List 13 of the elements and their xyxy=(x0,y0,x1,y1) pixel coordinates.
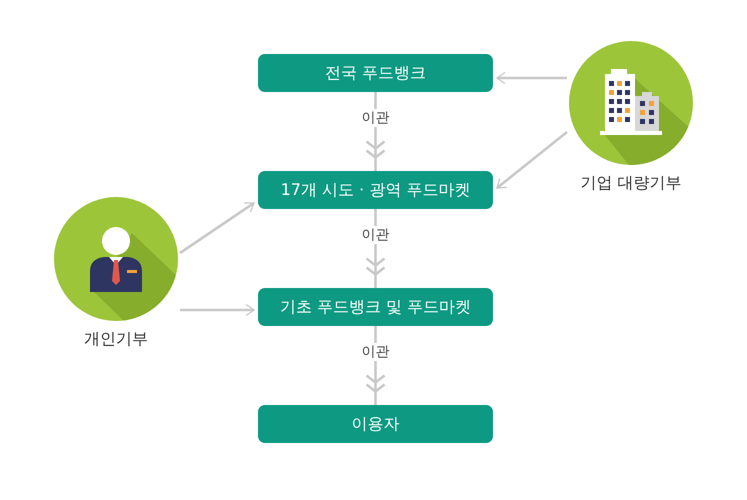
process-box: 17개 시도 · 광역 푸드마켓 xyxy=(258,171,493,209)
edge-label: 이관 xyxy=(360,226,392,244)
arrow xyxy=(496,72,567,84)
process-box: 기초 푸드뱅크 및 푸드마켓 xyxy=(258,288,493,326)
process-box: 전국 푸드뱅크 xyxy=(258,54,493,92)
node-label: 개인기부 xyxy=(84,329,148,350)
edge-label: 이관 xyxy=(360,108,392,126)
arrow xyxy=(496,130,568,190)
node-label: 기업 대량기부 xyxy=(580,173,682,194)
arrow xyxy=(180,304,255,316)
edge-label: 이관 xyxy=(360,342,392,360)
process-box: 이용자 xyxy=(258,405,493,443)
arrow xyxy=(179,202,255,254)
